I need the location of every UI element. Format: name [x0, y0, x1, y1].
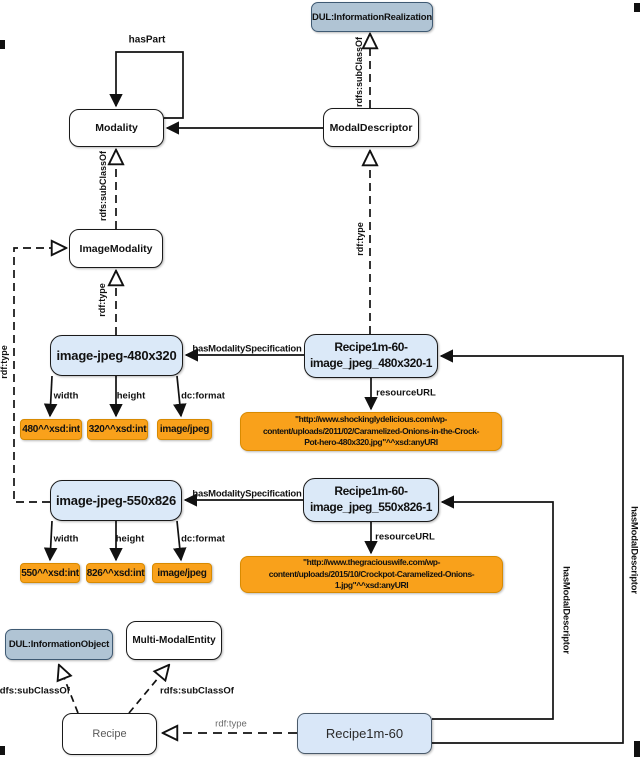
edge-label-rdftype-imagemodality-left: rdf:type [0, 345, 9, 379]
edge-hasmodaldescriptor-outer [432, 349, 624, 744]
edge-label-resourceurl-1: resourceURL [376, 387, 436, 399]
node-recipe1m-60: Recipe1m-60 [297, 713, 432, 754]
edge-width-1 [43, 375, 58, 418]
edge-label-dcformat-2: dc:format [181, 533, 225, 545]
edge-label-subclassof-informationobject: rdfs:subClassOf [0, 685, 70, 697]
edge-haspart [109, 51, 184, 119]
edge-width-2 [43, 520, 58, 562]
edge-rdftype-imagemodality-550 [13, 248, 66, 503]
edge-subclassof-informationobject [59, 665, 79, 714]
corner-mark [0, 746, 5, 755]
edge-label-rdftype-recipe: rdf:type [215, 718, 247, 730]
edge-label-width-2: width [53, 533, 79, 545]
node-recipe1m-60-image-jpeg-550x826-1: Recipe1m-60- image_jpeg_550x826-1 [303, 478, 439, 522]
edge-hasmodaldescriptor-inner [432, 495, 554, 720]
node-image-jpeg-550x826: image-jpeg-550x826 [50, 480, 182, 521]
node-resource-url-literal-1: "http://www.shockinglydelicious.com/wp- … [240, 412, 502, 451]
edge-label-subclassof-multimodalentity: rdfs:subClassOf [160, 685, 234, 697]
edge-label-haspart: hasPart [128, 34, 166, 46]
edge-label-resourceurl-2: resourceURL [375, 531, 435, 543]
edge-dcformat-2 [172, 520, 187, 562]
node-width-literal-480: 480^^xsd:int [20, 419, 82, 440]
node-recipe1m-60-image-jpeg-480x320-1: Recipe1m-60- image_jpeg_480x320-1 [304, 334, 438, 378]
edge-label-subclassof-modaldescriptor: rdfs:subClassOf [354, 36, 364, 108]
edge-label-height-1: height [116, 390, 146, 402]
node-dul-information-realization: DUL:InformationRealization [311, 2, 433, 32]
edge-label-hasmodaldescriptor-inner: hasModalDescriptor [560, 566, 572, 654]
node-dul-information-object: DUL:InformationObject [5, 629, 113, 660]
corner-mark [0, 40, 5, 49]
edge-label-hasmodalityspecification-2: hasModalitySpecification [192, 488, 302, 500]
edge-label-hasmodaldescriptor-outer: hasModalDescriptor [628, 506, 640, 594]
node-image-jpeg-480x320: image-jpeg-480x320 [50, 335, 183, 376]
edge-label-rdftype-imagemodality: rdf:type [97, 283, 107, 317]
node-image-modality: ImageModality [69, 229, 163, 268]
node-format-literal-1: image/jpeg [157, 419, 212, 440]
node-height-literal-320: 320^^xsd:int [87, 419, 148, 440]
edge-subclassof-multimodalentity [128, 665, 169, 714]
node-width-literal-550: 550^^xsd:int [20, 563, 80, 583]
edge-label-rdftype-modaldescriptor: rdf:type [355, 222, 365, 256]
edge-label-height-2: height [115, 533, 145, 545]
node-multi-modal-entity: Multi-ModalEntity [126, 621, 222, 660]
corner-mark [634, 741, 640, 757]
node-modal-descriptor: ModalDescriptor [323, 108, 419, 147]
edge-label-width-1: width [53, 390, 79, 402]
corner-mark [634, 3, 640, 12]
edge-label-subclassof-modality: rdfs:subClassOf [98, 150, 108, 222]
node-recipe: Recipe [62, 713, 157, 755]
node-format-literal-2: image/jpeg [152, 563, 212, 583]
edge-dcformat-1 [173, 375, 187, 418]
edge-label-hasmodalityspecification-1: hasModalitySpecification [192, 343, 302, 355]
node-modality: Modality [69, 109, 164, 147]
node-resource-url-literal-2: "http://www.thegraciouswife.com/wp- cont… [240, 556, 503, 593]
edge-label-dcformat-1: dc:format [181, 390, 225, 402]
node-height-literal-826: 826^^xsd:int [86, 563, 145, 583]
